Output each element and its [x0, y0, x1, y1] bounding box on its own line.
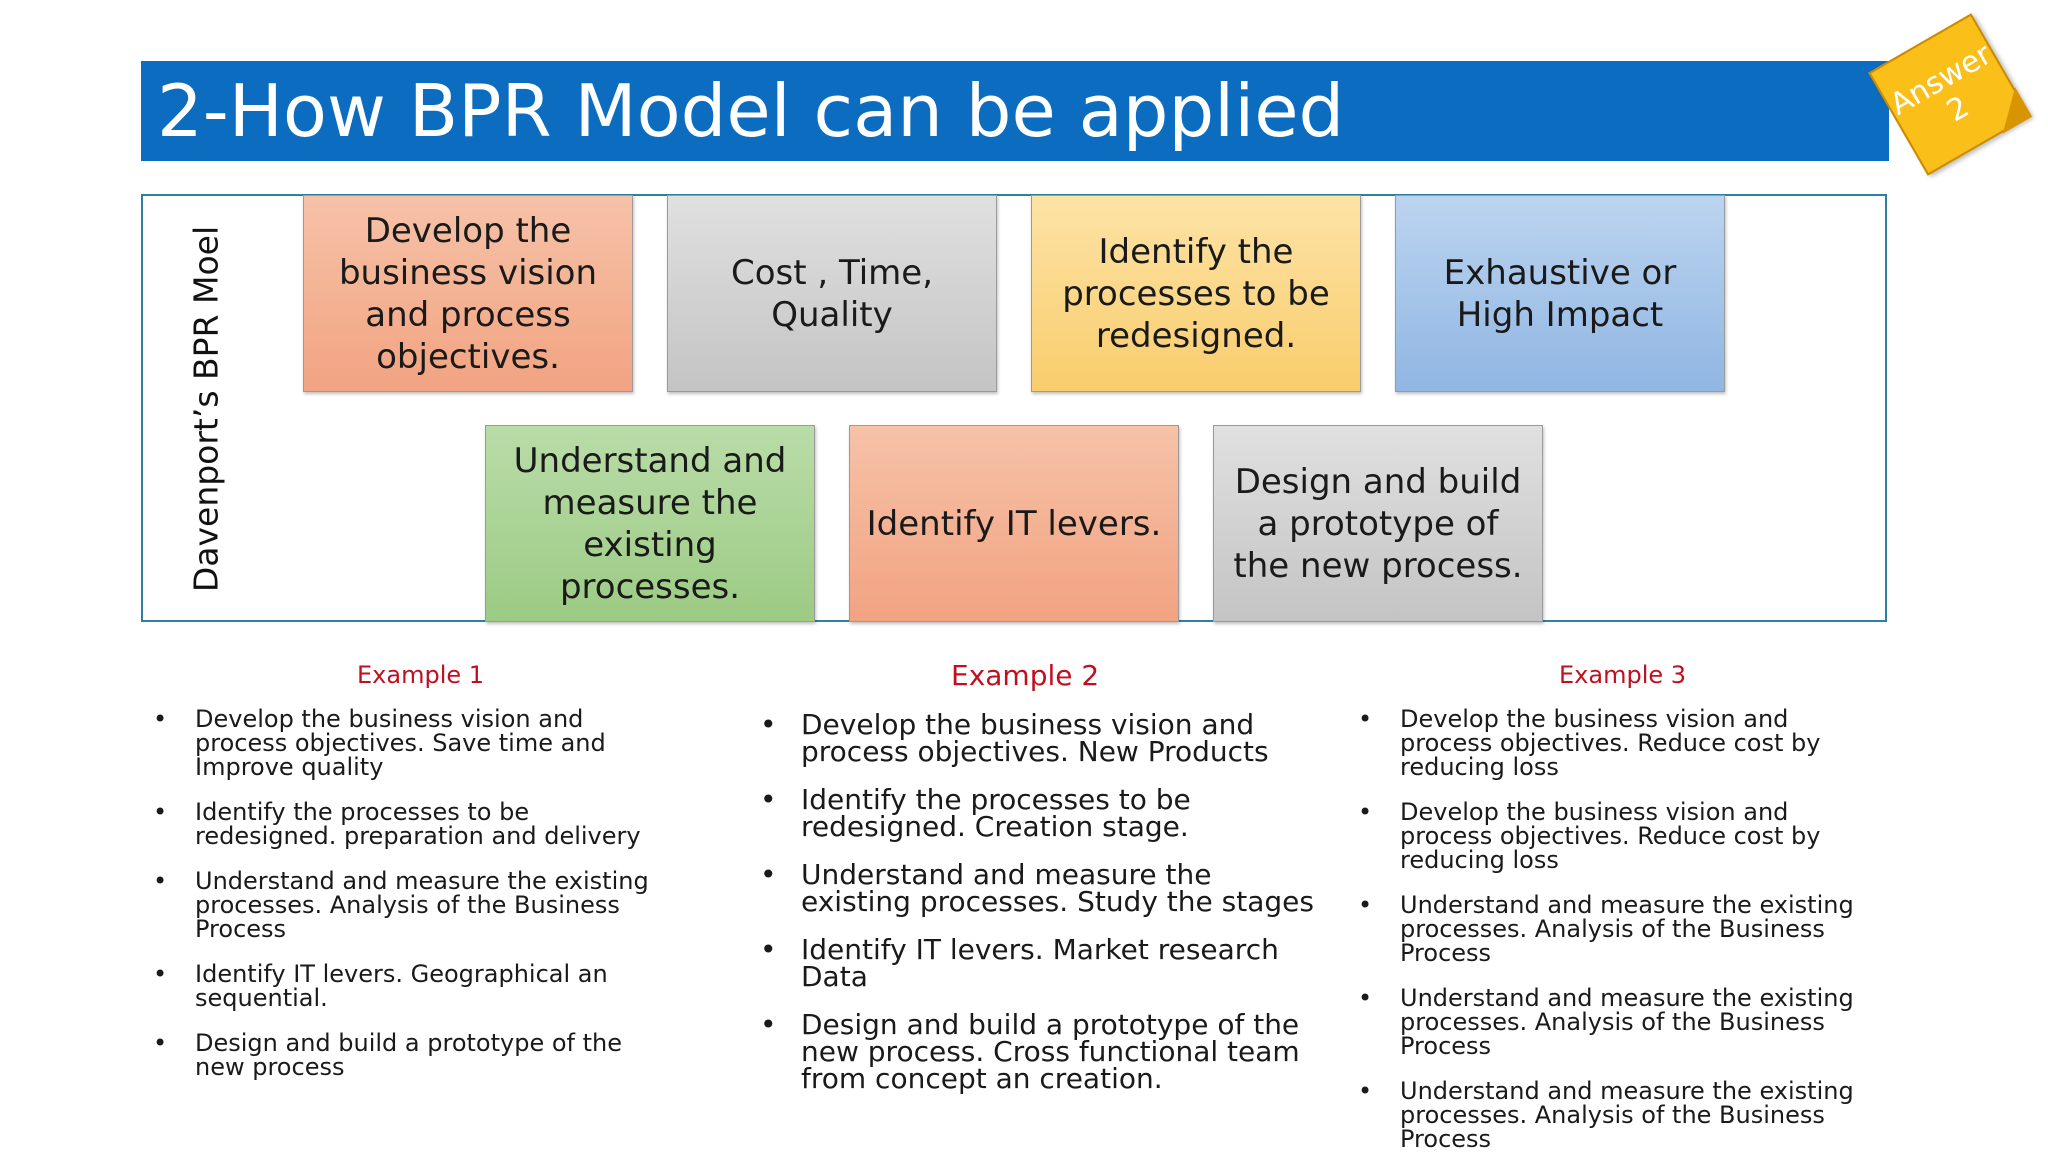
model-side-label: Davenport’s BPR Moel — [186, 225, 226, 593]
list-item-text: Develop the business vision and process … — [195, 705, 606, 781]
answer-badge-label: Answer — [1884, 36, 1998, 123]
example-2-heading: Example 2 — [951, 659, 1100, 692]
bullet-icon: • — [760, 858, 777, 891]
list-item-text: Design and build a prototype of the new … — [195, 1029, 622, 1081]
step-identify-processes: Identify the processes to be redesigned. — [1031, 195, 1361, 392]
list-item: • Identify the processes to be redesigne… — [153, 800, 673, 848]
step-identify-it-levers: Identify IT levers. — [849, 425, 1179, 622]
list-item: • Design and build a prototype of the ne… — [760, 1008, 1320, 1095]
list-item-text: Understand and measure the existing proc… — [1400, 891, 1854, 967]
step-exhaustive-high-impact: Exhaustive or High Impact — [1395, 195, 1725, 392]
list-item: • Understand and measure the existing pr… — [760, 858, 1320, 918]
bullet-icon: • — [153, 1029, 168, 1057]
list-item: • Understand and measure the existing pr… — [153, 869, 673, 941]
answer-badge-number: 2 — [1940, 88, 1975, 129]
list-item: • Identify IT levers. Market research Da… — [760, 933, 1320, 993]
example-3-list: • Develop the business vision and proces… — [1358, 707, 1878, 1172]
list-item-text: Understand and measure the existing proc… — [195, 867, 649, 943]
example-2-list: • Develop the business vision and proces… — [760, 711, 1320, 1113]
example-1-heading: Example 1 — [357, 661, 485, 689]
list-item: • Develop the business vision and proces… — [153, 707, 673, 779]
bullet-icon: • — [760, 783, 777, 816]
bullet-icon: • — [1358, 984, 1373, 1012]
list-item: • Understand and measure the existing pr… — [1358, 1079, 1878, 1151]
list-item: • Develop the business vision and proces… — [760, 708, 1320, 768]
bullet-icon: • — [760, 933, 777, 966]
bullet-icon: • — [153, 867, 168, 895]
list-item-text: Understand and measure the existing proc… — [801, 858, 1314, 918]
list-item: • Develop the business vision and proces… — [1358, 800, 1878, 872]
list-item: • Understand and measure the existing pr… — [1358, 893, 1878, 965]
answer-badge: Answer 2 — [1865, 5, 2035, 176]
step-cost-time-quality: Cost , Time, Quality — [667, 195, 997, 392]
list-item-text: Understand and measure the existing proc… — [1400, 1077, 1854, 1153]
list-item-text: Design and build a prototype of the new … — [801, 1008, 1300, 1095]
list-item-text: Identify the processes to be redesigned.… — [801, 783, 1191, 843]
list-item-text: Develop the business vision and process … — [801, 708, 1269, 768]
list-item: • Design and build a prototype of the ne… — [153, 1031, 673, 1079]
step-understand-measure: Understand and measure the existing proc… — [485, 425, 815, 622]
list-item-text: Understand and measure the existing proc… — [1400, 984, 1854, 1060]
list-item: • Identify IT levers. Geographical an se… — [153, 962, 673, 1010]
example-1-list: • Develop the business vision and proces… — [153, 707, 673, 1100]
list-item: • Identify the processes to be redesigne… — [760, 783, 1320, 843]
title-bar: 2-How BPR Model can be applied — [141, 61, 1889, 161]
example-3-heading: Example 3 — [1559, 661, 1687, 689]
bullet-icon: • — [153, 798, 168, 826]
bullet-icon: • — [153, 705, 168, 733]
bullet-icon: • — [1358, 1077, 1373, 1105]
bullet-icon: • — [1358, 798, 1373, 826]
bullet-icon: • — [760, 708, 777, 741]
list-item-text: Identify the processes to be redesigned.… — [195, 798, 641, 850]
list-item-text: Identify IT levers. Geographical an sequ… — [195, 960, 608, 1012]
page-title: 2-How BPR Model can be applied — [157, 69, 1345, 153]
list-item-text: Develop the business vision and process … — [1400, 705, 1821, 781]
bullet-icon: • — [153, 960, 168, 988]
bullet-icon: • — [1358, 705, 1373, 733]
answer-badge-card: Answer 2 — [1868, 13, 2031, 176]
list-item-text: Develop the business vision and process … — [1400, 798, 1821, 874]
bullet-icon: • — [760, 1008, 777, 1041]
list-item: • Develop the business vision and proces… — [1358, 707, 1878, 779]
list-item: • Understand and measure the existing pr… — [1358, 986, 1878, 1058]
bullet-icon: • — [1358, 891, 1373, 919]
list-item-text: Identify IT levers. Market research Data — [801, 933, 1279, 993]
step-design-prototype: Design and build a prototype of the new … — [1213, 425, 1543, 622]
step-develop-vision: Develop the business vision and process … — [303, 195, 633, 392]
